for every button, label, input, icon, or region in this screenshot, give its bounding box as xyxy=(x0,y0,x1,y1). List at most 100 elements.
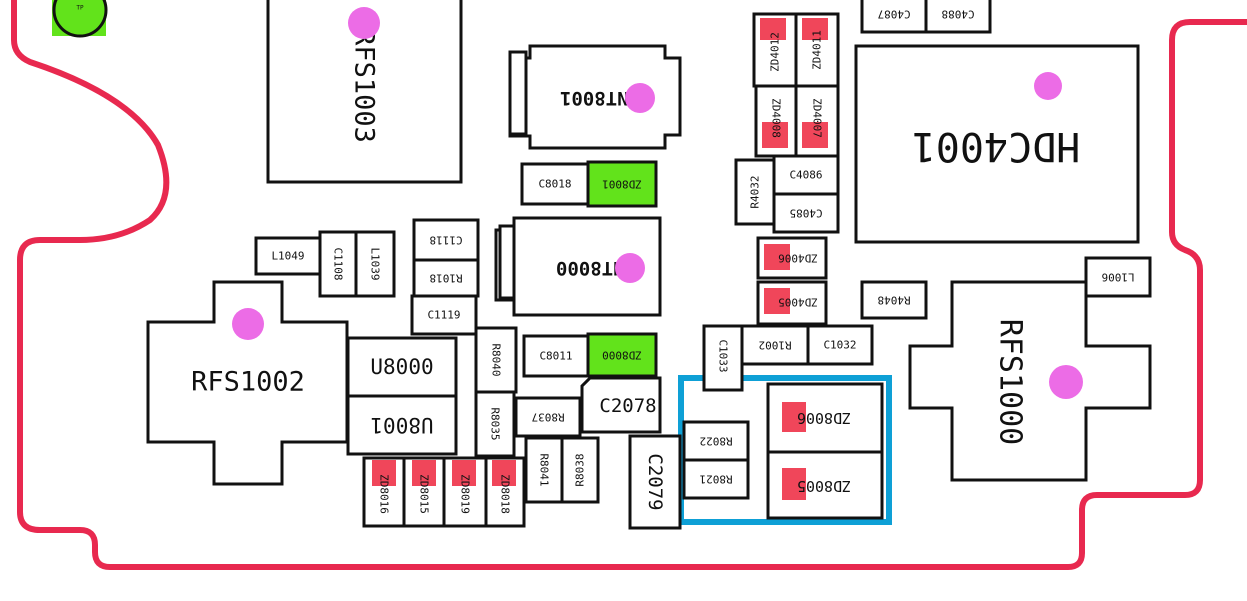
label-C8011: C8011 xyxy=(539,350,572,363)
label-C2079: C2079 xyxy=(644,453,666,510)
component-C1108: C1108 xyxy=(318,230,358,298)
label-ZD4006: ZD4006 xyxy=(778,252,818,265)
component-ZD8005: ZD8005 xyxy=(766,450,884,520)
label-ZD4008: ZD4008 xyxy=(770,98,783,138)
component-test-point-top: TP xyxy=(52,0,108,38)
component-R8021: R8021 xyxy=(682,458,750,500)
component-ZD4011: ZD4011 xyxy=(794,12,840,88)
label-R4048: R4048 xyxy=(877,294,910,307)
label-ZD8015: ZD8015 xyxy=(418,474,431,514)
component-R4032: R4032 xyxy=(734,158,776,226)
label-C2078: C2078 xyxy=(599,395,656,417)
component-C4086: C4086 xyxy=(772,154,840,196)
component-R8035: R8035 xyxy=(474,390,516,458)
component-C1033: C1033 xyxy=(702,324,744,392)
label-R8040: R8040 xyxy=(490,343,503,376)
label-C1118: C1118 xyxy=(429,234,462,247)
label-C1032: C1032 xyxy=(823,339,856,352)
component-C4085: C4085 xyxy=(772,192,840,234)
label-ZD4011: ZD4011 xyxy=(811,30,824,70)
label-L1006: L1006 xyxy=(1101,271,1134,284)
component-ZD4005: ZD4005 xyxy=(756,280,828,326)
component-U8001: U8001 xyxy=(346,394,458,456)
label-ZD4012: ZD4012 xyxy=(769,32,782,72)
label-R4032: R4032 xyxy=(749,175,762,208)
label-R8022: R8022 xyxy=(699,435,732,448)
component-R8037: R8037 xyxy=(514,396,582,438)
label-ZD8006: ZD8006 xyxy=(797,409,851,427)
label-ZD8000: ZD8000 xyxy=(602,349,642,362)
label-C8018: C8018 xyxy=(538,178,571,191)
component-R4048: R4048 xyxy=(860,280,928,320)
board-outline xyxy=(11,0,1247,570)
component-C8011: C8011 xyxy=(522,334,590,378)
label-RFS1003: RFS1003 xyxy=(349,29,380,143)
label-L1039: L1039 xyxy=(369,247,382,280)
component-RFS1000: RFS1000 xyxy=(908,280,1152,482)
label-R1018: R1018 xyxy=(429,272,462,285)
label-R8041: R8041 xyxy=(538,453,551,486)
label-U8001: U8001 xyxy=(370,413,433,437)
label-ZD8019: ZD8019 xyxy=(459,474,472,514)
component-ZD4006: ZD4006 xyxy=(756,236,828,280)
component-C2078: C2078 xyxy=(580,376,662,434)
component-C2079: C2079 xyxy=(628,434,682,530)
component-ZD4008: ZD4008 xyxy=(754,84,798,158)
component-ZD8015: ZD8015 xyxy=(402,456,446,528)
component-R1018: R1018 xyxy=(412,258,480,298)
label-C4086: C4086 xyxy=(789,169,822,182)
component-ZD8019: ZD8019 xyxy=(442,456,488,528)
test-point xyxy=(625,83,655,113)
label-C4088: C4088 xyxy=(941,8,974,21)
label-R8035: R8035 xyxy=(489,407,502,440)
component-R8040: R8040 xyxy=(474,326,518,394)
label-TP_TOP: TP xyxy=(76,5,84,12)
component-ZD8016: ZD8016 xyxy=(362,456,406,528)
label-C1119: C1119 xyxy=(427,309,460,322)
component-C8018: C8018 xyxy=(520,162,590,206)
component-HDC4001: HDC4001 xyxy=(854,44,1140,244)
component-C1119: C1119 xyxy=(410,294,478,336)
test-point xyxy=(348,7,380,39)
label-C4085: C4085 xyxy=(789,207,822,220)
label-ANT8001: ANT8001 xyxy=(560,87,640,109)
label-ZD8018: ZD8018 xyxy=(499,474,512,514)
label-ZD4007: ZD4007 xyxy=(811,98,824,138)
component-R8038: R8038 xyxy=(560,436,600,504)
component-ZD8006: ZD8006 xyxy=(766,382,884,454)
component-L1049: L1049 xyxy=(254,236,322,276)
component-U8000: U8000 xyxy=(346,336,458,398)
component-ZD8000: ZD8000 xyxy=(586,332,658,378)
component-ANT8001: ANT8001 xyxy=(508,44,682,150)
component-C4087: C4087 xyxy=(860,0,928,34)
label-ZD8016: ZD8016 xyxy=(378,474,391,514)
label-HDC4001: HDC4001 xyxy=(912,123,1081,169)
label-ANT8000: ANT8000 xyxy=(556,257,636,279)
component-R1002: R1002 xyxy=(740,324,810,366)
component-C1118: C1118 xyxy=(412,218,480,262)
component-R8022: R8022 xyxy=(682,420,750,462)
label-C1033: C1033 xyxy=(717,339,730,372)
component-C4088: C4088 xyxy=(924,0,992,34)
component-ZD4007: ZD4007 xyxy=(794,84,840,158)
label-C4087: C4087 xyxy=(877,8,910,21)
component-RFS1003: RFS1003 xyxy=(266,0,463,184)
label-R8021: R8021 xyxy=(699,473,732,486)
component-ZD4012: ZD4012 xyxy=(752,12,798,88)
label-C1108: C1108 xyxy=(332,247,345,280)
label-RFS1000: RFS1000 xyxy=(993,319,1028,445)
component-R8041: R8041 xyxy=(524,436,564,504)
test-point xyxy=(1034,72,1062,100)
label-ZD4005: ZD4005 xyxy=(778,296,818,309)
component-ANT8000: ANT8000 xyxy=(494,216,662,317)
component-ZD8018: ZD8018 xyxy=(484,456,526,528)
test-point xyxy=(232,308,264,340)
component-ZD8001: ZD8001 xyxy=(586,160,658,208)
label-RFS1002: RFS1002 xyxy=(191,367,305,398)
label-R8038: R8038 xyxy=(574,453,587,486)
component-L1039: L1039 xyxy=(354,230,396,298)
label-L1049: L1049 xyxy=(271,250,304,263)
component-C1032: C1032 xyxy=(806,324,874,366)
component-L1006: L1006 xyxy=(1084,256,1152,298)
